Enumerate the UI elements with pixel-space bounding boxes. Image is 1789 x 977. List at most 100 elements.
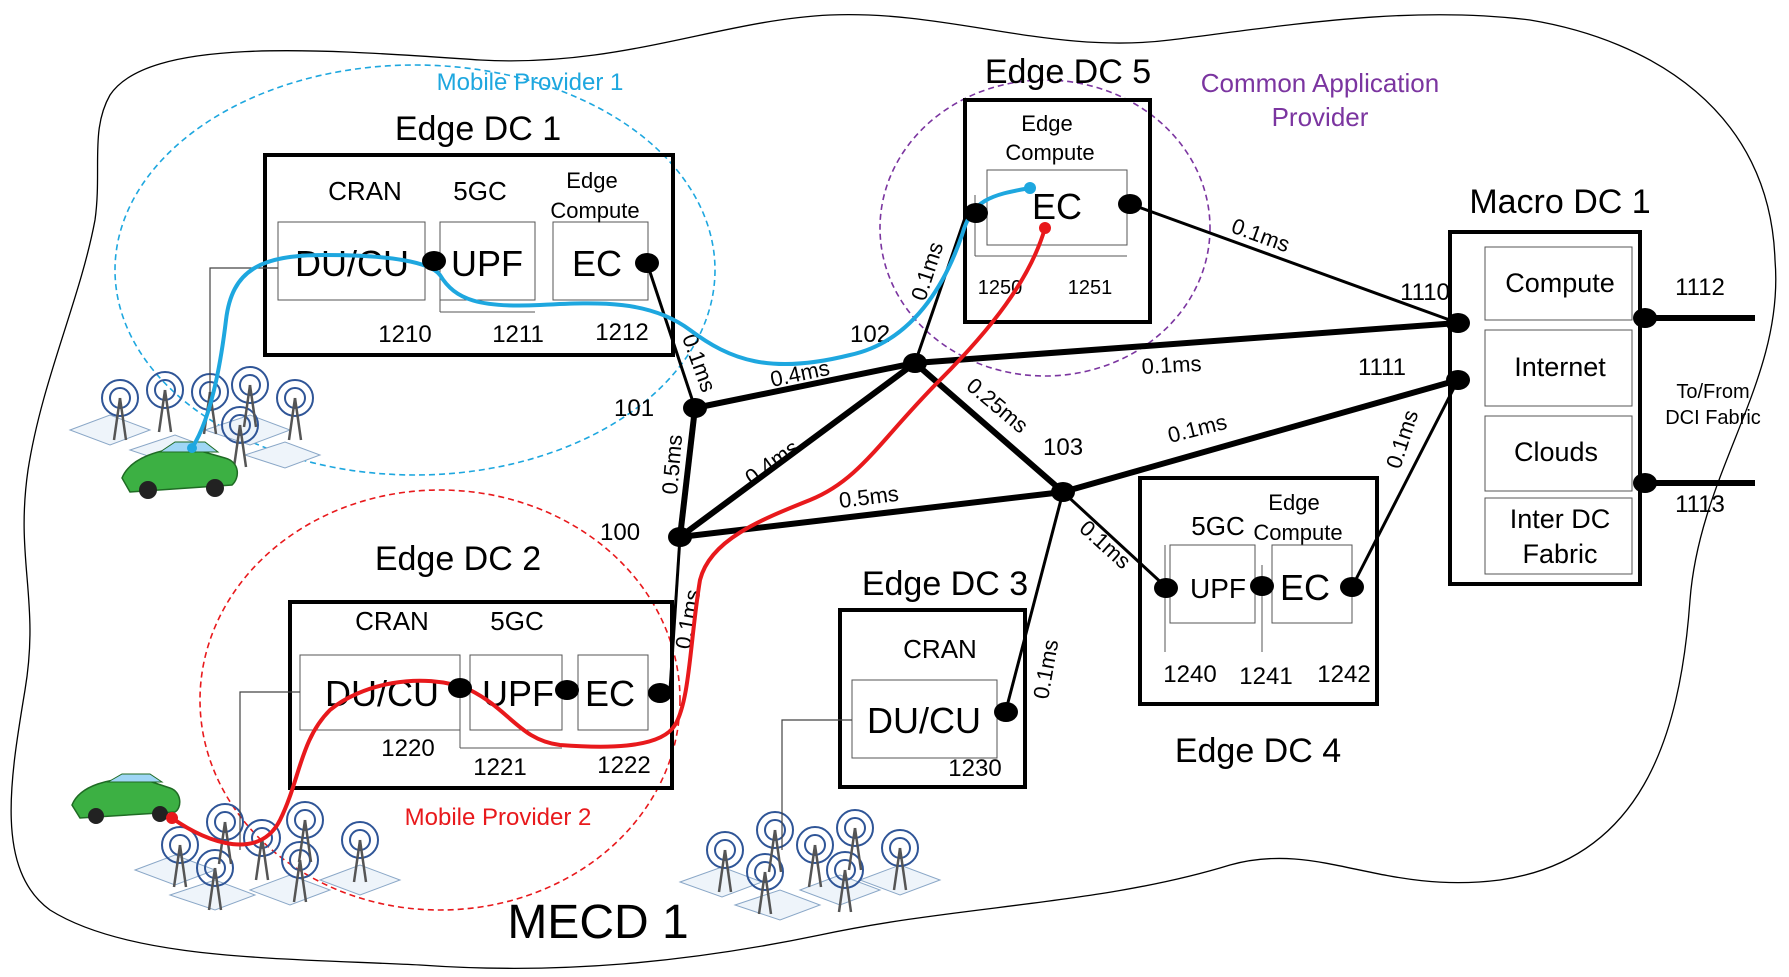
link-label-100-101: 0.5ms: [657, 434, 687, 496]
port-1110-dot: [1446, 313, 1470, 333]
node-101-dot: [683, 398, 707, 418]
edge-dc-2-port-1221: 1221: [473, 754, 526, 781]
port-1112-dot: [1633, 308, 1657, 328]
mobile-provider-2-boundary: [199, 489, 681, 911]
edge-dc-4-upf: UPF: [1190, 573, 1246, 604]
edge-dc-1-title: Edge DC 1: [395, 110, 561, 148]
mobile-provider-2-path: [170, 227, 1047, 847]
edge-dc-4-5gc-label: 5GC: [1191, 511, 1244, 541]
port-1250-dot: [964, 203, 988, 223]
mobile-provider-1-boundary: [114, 64, 716, 476]
dci-fabric-label-2: DCI Fabric: [1665, 407, 1761, 429]
port-1111-dot: [1446, 370, 1470, 390]
port-1221-dot: [555, 680, 579, 700]
edge-dc-2-ec: EC: [585, 673, 635, 714]
edge-dc-5-ec: EC: [1032, 186, 1082, 227]
link-label-100-102: 0.4ms: [740, 435, 803, 490]
edge-dc-4-ec: EC: [1280, 567, 1330, 608]
cell-tower-cluster-2: [133, 801, 402, 911]
mobile-provider-1-label: Mobile Provider 1: [437, 69, 624, 96]
port-dots: [422, 194, 1657, 722]
edge-dc-1-port-1212: 1212: [595, 319, 648, 346]
port-1222-dot: [648, 683, 672, 703]
edge-dc-1-cran-label: CRAN: [328, 176, 402, 206]
macro-dc-1-compute: Compute: [1505, 268, 1615, 298]
edge-dc-5-ec-label-1: Edge: [1021, 111, 1072, 136]
edge-dc-2-upf: UPF: [482, 673, 554, 714]
node-labels: 100 101 102 103: [600, 321, 1083, 546]
macro-dc-1-internet: Internet: [1514, 352, 1606, 382]
macro-dc-1-inter-dc-2: Fabric: [1522, 539, 1597, 569]
edge-dc-3-title: Edge DC 3: [862, 565, 1028, 603]
edge-dc-4-ec-label-2: Compute: [1253, 520, 1342, 545]
common-app-provider-label-2: Provider: [1272, 102, 1369, 132]
edge-dc-4-port-1241: 1241: [1239, 663, 1292, 690]
node-100-dot: [668, 527, 692, 547]
port-1240-dot: [1154, 578, 1178, 598]
mecd-label: MECD 1: [507, 896, 688, 949]
node-103-dot: [1051, 482, 1075, 502]
edge-dc-1-port-1210: 1210: [378, 321, 431, 348]
macro-dc-1-port-1110: 1110: [1400, 279, 1450, 306]
link-label-ec1-101: 0.1ms: [677, 330, 721, 395]
macro-dc-1-inter-dc-1: Inter DC: [1510, 504, 1611, 534]
port-1242-dot: [1340, 577, 1364, 597]
vehicle-2-icon: [71, 773, 181, 824]
edge-dc-2-cran-label: CRAN: [355, 606, 429, 636]
edge-dc-3-ducu: DU/CU: [867, 700, 981, 741]
edge-dc-2-5gc-label: 5GC: [490, 606, 543, 636]
port-1210-dot: [422, 251, 446, 271]
port-1220-dot: [448, 678, 472, 698]
common-app-provider-boundary: [879, 79, 1211, 377]
edge-dc-2-title: Edge DC 2: [375, 540, 541, 578]
mobile-provider-2-path-end: [1039, 222, 1051, 234]
edge-dc-4: Edge DC 4 5GC Edge Compute UPF EC 1240 1…: [1138, 476, 1379, 770]
common-app-provider-label-1: Common Application: [1201, 68, 1439, 98]
edge-dc-3-port-1230: 1230: [948, 755, 1001, 782]
edge-dc-5-title: Edge DC 5: [985, 53, 1151, 91]
link-label-100-103: 0.5ms: [838, 481, 901, 513]
edge-dc-4-title: Edge DC 4: [1175, 732, 1341, 770]
mobile-provider-2-path-start: [166, 812, 178, 824]
edge-dc-3-cran-label: CRAN: [903, 634, 977, 664]
edge-dc-5-port-1251: 1251: [1068, 277, 1113, 299]
macro-dc-1-clouds: Clouds: [1514, 437, 1598, 467]
port-1230-dot: [994, 702, 1018, 722]
macro-dc-1-port-1112: 1112: [1675, 274, 1725, 301]
mecd-boundary: [10, 13, 1777, 970]
link-label-102-103: 0.25ms: [962, 373, 1033, 439]
link-label-102-macro: 0.1ms: [1141, 351, 1202, 379]
edge-dc-5: Edge DC 5 Edge Compute EC 1250 1251: [963, 53, 1152, 324]
node-103-label: 103: [1043, 434, 1083, 461]
link-label-102-dc5: 0.1ms: [906, 239, 948, 304]
edge-dc-1-upf: UPF: [451, 243, 523, 284]
edge-dc-1-5gc-label: 5GC: [453, 176, 506, 206]
port-1212-dot: [635, 253, 659, 273]
port-1241-dot: [1250, 576, 1274, 596]
link-label-103-dc4: 0.1ms: [1075, 515, 1136, 574]
mobile-provider-1-path-end: [1024, 182, 1036, 194]
port-1113-dot: [1633, 473, 1657, 493]
edge-dc-1-ec-label-1: Edge: [566, 168, 617, 193]
macro-dc-1-title: Macro DC 1: [1469, 183, 1650, 221]
link-label-103-dc3: 0.1ms: [1028, 638, 1063, 701]
port-1251-dot: [1118, 194, 1142, 214]
mobile-provider-1-path-start: [187, 443, 197, 453]
node-102-dot: [903, 353, 927, 373]
link-label-103-macro: 0.1ms: [1165, 409, 1229, 448]
cell-tower-cluster-3: [678, 809, 942, 921]
edge-dc-2: Edge DC 2 CRAN 5GC DU/CU UPF EC 1220 122…: [288, 540, 674, 790]
thin-links: [645, 202, 1460, 711]
edge-dc-3: Edge DC 3 CRAN DU/CU 1230: [838, 565, 1028, 789]
macro-dc-1-port-1113: 1113: [1675, 491, 1725, 518]
macro-dc-1: Macro DC 1 Compute Internet Clouds Inter…: [1358, 183, 1761, 586]
node-101-label: 101: [614, 395, 654, 422]
vehicle-1-icon: [121, 441, 239, 499]
edge-dc-1: Edge DC 1 CRAN 5GC Edge Compute DU/CU UP…: [263, 110, 675, 357]
edge-dc-4-ec-label-1: Edge: [1268, 490, 1319, 515]
link-labels: 0.1ms 0.4ms 0.5ms 0.4ms 0.5ms 0.25ms 0.1…: [657, 213, 1423, 701]
edge-dc-4-port-1240: 1240: [1163, 661, 1216, 688]
edge-dc-1-ducu: DU/CU: [295, 243, 409, 284]
mobile-provider-1-path: [190, 186, 1031, 450]
